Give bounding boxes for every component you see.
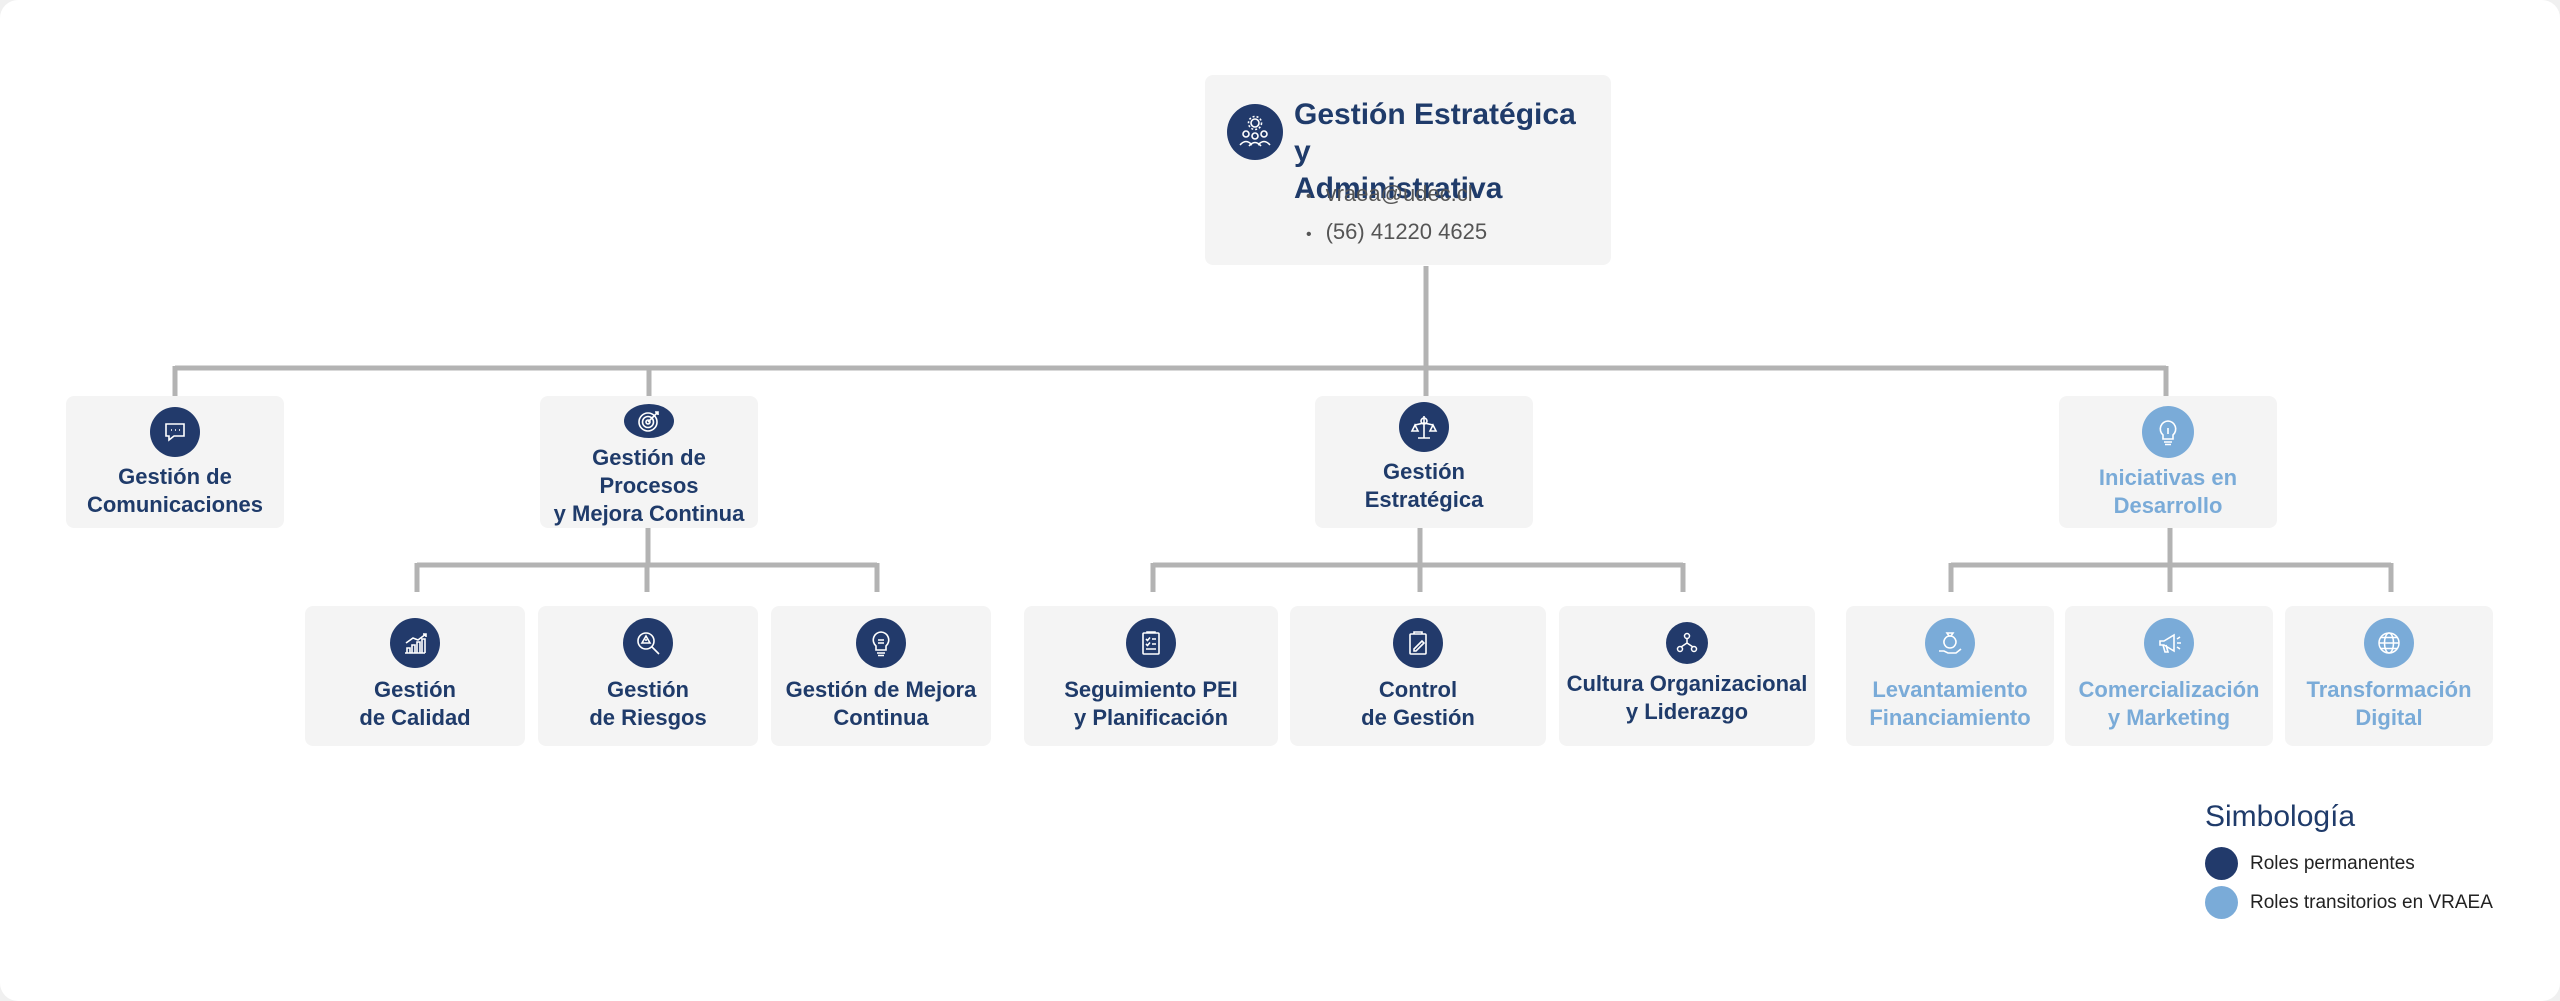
unit-control: Control de Gestión bbox=[1290, 606, 1546, 746]
legend-item-transitory: Roles transitorios en VRAEA bbox=[2205, 883, 2493, 922]
area-iniciativas: Iniciativas en Desarrollo bbox=[2059, 396, 2277, 528]
chat-icon bbox=[150, 407, 200, 457]
area-procesos: Gestión de Procesos y Mejora Continua bbox=[540, 396, 758, 528]
unit-label: Cultura Organizacional y Liderazgo bbox=[1566, 671, 1808, 724]
clipboard-icon bbox=[1393, 618, 1443, 668]
legend-label: Roles permanentes bbox=[2250, 852, 2415, 874]
legend-label: Roles transitorios en VRAEA bbox=[2250, 891, 2493, 913]
unit-digital: Transformación Digital bbox=[2285, 606, 2493, 746]
unit-label: Levantamiento Financiamiento bbox=[1869, 677, 2031, 730]
checklist-icon bbox=[1126, 618, 1176, 668]
unit-cultura: Cultura Organizacional y Liderazgo bbox=[1559, 606, 1815, 746]
unit-label: Control de Gestión bbox=[1361, 677, 1475, 730]
area-label: Gestión de Comunicaciones bbox=[86, 464, 264, 517]
unit-marketing: Comercialización y Marketing bbox=[2065, 606, 2273, 746]
legend-dot-permanent bbox=[2205, 847, 2238, 880]
area-label: Iniciativas en Desarrollo bbox=[2098, 465, 2238, 518]
megaphone-icon bbox=[2144, 618, 2194, 668]
team-gear-icon bbox=[1227, 104, 1283, 160]
unit-seguimiento: Seguimiento PEI y Planificación bbox=[1024, 606, 1278, 746]
legend-title: Simbología bbox=[2205, 800, 2356, 833]
unit-label: Gestión de Mejora Continua bbox=[785, 677, 977, 730]
money-hand-icon bbox=[1925, 618, 1975, 668]
root-email[interactable]: vraea@udec.cl bbox=[1306, 176, 1487, 214]
unit-financiamiento: Levantamiento Financiamiento bbox=[1846, 606, 2054, 746]
legend-dot-transitory bbox=[2205, 886, 2238, 919]
area-label: Gestión de Procesos y Mejora Continua bbox=[553, 445, 745, 526]
risk-search-icon bbox=[623, 618, 673, 668]
area-label: Gestión Estratégica bbox=[1364, 459, 1484, 512]
lightbulb-icon bbox=[2142, 406, 2194, 458]
globe-icon bbox=[2364, 618, 2414, 668]
unit-label: Transformación Digital bbox=[2306, 677, 2472, 730]
strategy-icon bbox=[1399, 402, 1449, 452]
unit-mejora: Gestión de Mejora Continua bbox=[771, 606, 991, 746]
area-estrategica: Gestión Estratégica bbox=[1315, 396, 1533, 528]
root-phone: (56) 41220 4625 bbox=[1306, 214, 1487, 252]
idea-icon bbox=[856, 618, 906, 668]
unit-label: Comercialización y Marketing bbox=[2078, 677, 2260, 730]
unit-calidad: Gestión de Calidad bbox=[305, 606, 525, 746]
unit-label: Seguimiento PEI y Planificación bbox=[1064, 677, 1238, 730]
root-contacts: vraea@udec.cl (56) 41220 4625 bbox=[1306, 176, 1487, 252]
unit-riesgos: Gestión de Riesgos bbox=[538, 606, 758, 746]
network-icon bbox=[1666, 622, 1708, 664]
legend-item-permanent: Roles permanentes bbox=[2205, 844, 2493, 883]
chart-icon bbox=[390, 618, 440, 668]
unit-label: Gestión de Riesgos bbox=[589, 677, 707, 730]
unit-label: Gestión de Calidad bbox=[359, 677, 471, 730]
target-icon bbox=[624, 404, 674, 438]
legend: Simbología Roles permanentes Roles trans… bbox=[2205, 800, 2493, 922]
area-comunicaciones: Gestión de Comunicaciones bbox=[66, 396, 284, 528]
